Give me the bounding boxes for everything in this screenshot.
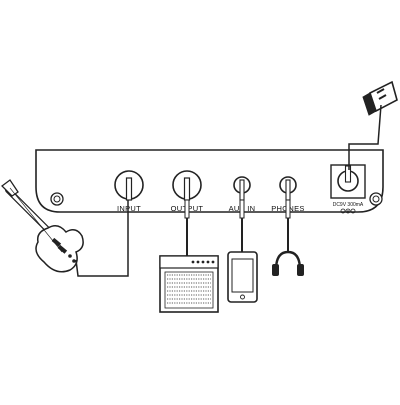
dc-power-socket <box>330 164 366 199</box>
polarity-icon <box>340 208 356 214</box>
amplifier-icon <box>159 255 219 313</box>
tablet-icon <box>227 251 258 303</box>
power-label: DC9V 300mA <box>333 202 364 208</box>
screw-hole-right <box>369 192 383 206</box>
output-jack <box>172 170 202 201</box>
input-jack <box>114 170 144 201</box>
phones-jack <box>279 176 297 201</box>
aux-in-cable <box>239 199 245 252</box>
input-label: INPUT <box>117 204 141 213</box>
output-cable <box>184 199 190 256</box>
phones-cable <box>285 199 291 252</box>
aux-in-jack <box>233 176 251 201</box>
electric-guitar-icon <box>1 179 129 277</box>
headphones-icon <box>272 250 304 276</box>
power-adapter-icon <box>348 80 398 170</box>
screw-hole-left <box>50 192 64 206</box>
